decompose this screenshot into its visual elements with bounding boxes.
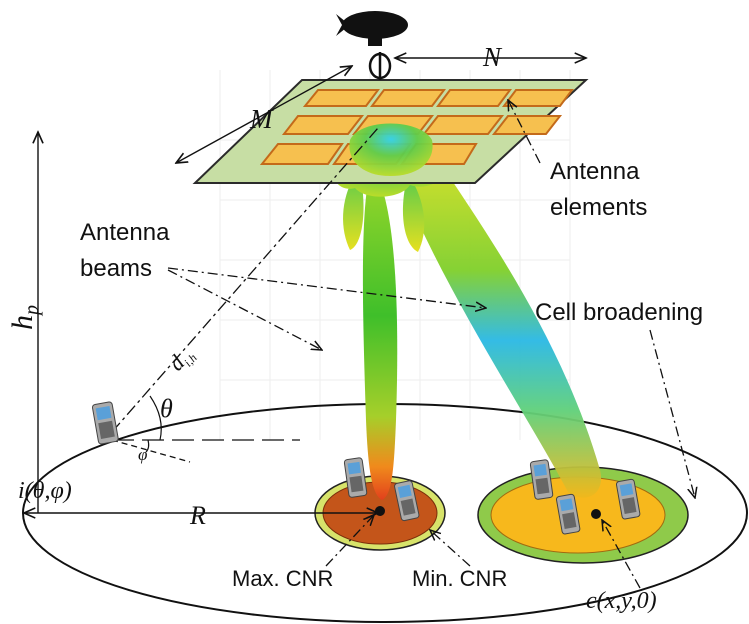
leader-cell-broadening [649,329,695,498]
cell-2-device-icon [529,459,554,500]
antenna-element [491,115,563,135]
leader-min-cnr [430,530,471,567]
main-lobe-top [349,123,433,176]
leader-lines [167,100,695,589]
side-lobe-right [402,180,425,252]
antenna-element [421,115,505,135]
cell-1-center-point [375,506,385,516]
label-r: R [189,501,206,530]
cell-1-device-icon [394,480,420,522]
label-phi: φ [138,445,147,464]
user-device-icon [91,401,119,445]
label-max-cnr: Max. CNR [232,566,333,591]
label-d: di,h [163,341,199,377]
leader-antenna-elements [508,100,541,164]
antenna-element [281,115,365,135]
label-cell-broadening: Cell broadening [535,299,703,326]
haps-airship-icon [336,11,408,80]
cell-2-center-point [591,509,601,519]
label-cell-center: c(x,y,0) [586,588,657,614]
dimension-arrow-m [176,66,352,163]
side-lobe-left [343,175,364,250]
label-antenna-elements: Antenna elements [550,158,647,221]
cell-2-device-icon [615,478,641,520]
label-n: N [482,42,503,72]
leader-beam-2 [167,269,322,350]
antenna-element [302,89,380,107]
azimuth-line [111,439,191,463]
main-antenna-beam [362,165,398,500]
cell-2-device-icon [555,493,581,535]
slanted-antenna-beam [402,148,602,498]
theta-arc [149,395,162,441]
cell-1-device-icon [343,457,368,498]
antenna-element [502,89,574,107]
label-antenna-beams: Antenna beams [80,219,176,282]
label-hp: hp [6,305,43,330]
antenna-element [436,89,512,107]
label-theta: θ [160,394,173,423]
distance-line-d [111,127,379,433]
label-min-cnr: Min. CNR [412,566,507,591]
antenna-element [370,89,446,107]
leader-max-cnr [325,515,374,567]
label-user-point: i(θ,φ) [18,478,72,504]
leader-beam-1 [167,267,486,308]
phi-arc [145,439,150,453]
label-m: M [249,104,274,134]
leader-cell-center [602,520,641,589]
